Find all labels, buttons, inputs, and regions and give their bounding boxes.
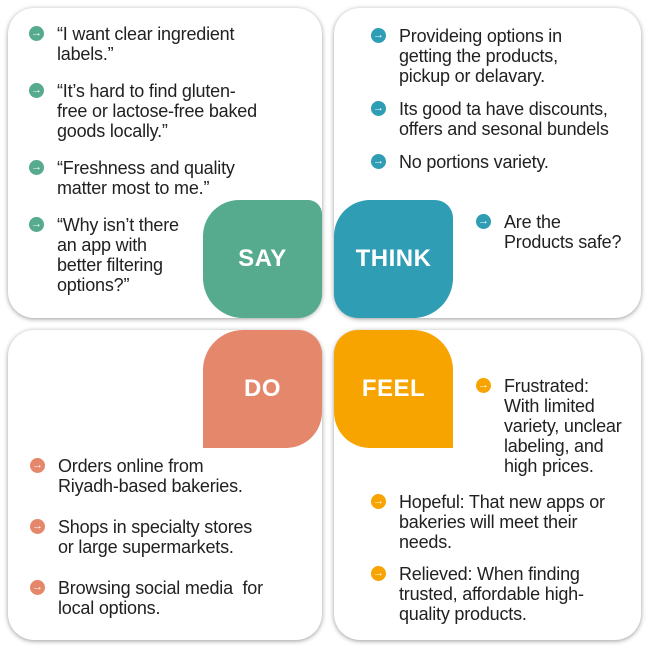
arrow-right-circle-icon: → (371, 28, 386, 43)
list-item: → “I want clear ingredient labels.” (29, 24, 257, 64)
feel-item-2: Hopeful: That new apps or bakeries will … (399, 492, 605, 552)
list-item: → Hopeful: That new apps or bakeries wil… (371, 492, 605, 552)
think-item-3: No portions variety. (399, 152, 549, 172)
arrow-right-circle-icon: → (29, 26, 44, 41)
list-item: → Frustrated: With limited variety, uncl… (476, 376, 622, 476)
do-item-1: Orders online from Riyadh-based bakeries… (58, 456, 243, 496)
list-item: → “Freshness and quality matter most to … (29, 158, 257, 198)
do-label: DO (203, 330, 322, 448)
say-quote-2: “It’s hard to find gluten- free or lacto… (57, 81, 257, 141)
list-item: → Relieved: When finding trusted, afford… (371, 564, 605, 624)
list-item: → Shops in specialty stores or large sup… (30, 517, 263, 557)
arrow-right-circle-icon: → (30, 580, 45, 595)
think-list: → Provideing options in getting the prod… (371, 26, 609, 185)
feel-label: FEEL (334, 330, 453, 448)
do-list: → Orders online from Riyadh-based bakeri… (30, 456, 263, 639)
say-list: → “I want clear ingredient labels.” → “I… (29, 24, 257, 312)
feel-list: → Hopeful: That new apps or bakeries wil… (371, 492, 605, 636)
say-quote-4: “Why isn’t there an app with better filt… (57, 215, 179, 295)
think-item-2: Its good ta have discounts, offers and s… (399, 99, 609, 139)
say-quote-1: “I want clear ingredient labels.” (57, 24, 235, 64)
list-item: → Provideing options in getting the prod… (371, 26, 609, 86)
arrow-right-circle-icon: → (30, 519, 45, 534)
do-item-2: Shops in specialty stores or large super… (58, 517, 253, 557)
arrow-right-circle-icon: → (476, 214, 491, 229)
list-item: → “It’s hard to find gluten- free or lac… (29, 81, 257, 141)
quadrant-think-card: → Provideing options in getting the prod… (334, 8, 641, 318)
arrow-right-circle-icon: → (29, 160, 44, 175)
think-label: THINK (334, 200, 453, 318)
arrow-right-circle-icon: → (371, 566, 386, 581)
arrow-right-circle-icon: → (476, 378, 491, 393)
list-item: → Orders online from Riyadh-based bakeri… (30, 456, 263, 496)
list-item: → Browsing social media for local option… (30, 578, 263, 618)
list-item: → Are the Products safe? (476, 212, 621, 252)
arrow-right-circle-icon: → (29, 83, 44, 98)
list-item: → “Why isn’t there an app with better fi… (29, 215, 257, 295)
think-item-1: Provideing options in getting the produc… (399, 26, 562, 86)
arrow-right-circle-icon: → (30, 458, 45, 473)
arrow-right-circle-icon: → (371, 101, 386, 116)
feel-item-1: Frustrated: With limited variety, unclea… (504, 376, 622, 476)
quadrant-feel-card: → Frustrated: With limited variety, uncl… (334, 330, 641, 640)
list-item: → Its good ta have discounts, offers and… (371, 99, 609, 139)
arrow-right-circle-icon: → (371, 494, 386, 509)
say-quote-3: “Freshness and quality matter most to me… (57, 158, 235, 198)
do-item-3: Browsing social media for local options. (58, 578, 263, 618)
arrow-right-circle-icon: → (29, 217, 44, 232)
list-item: → No portions variety. (371, 152, 609, 172)
arrow-right-circle-icon: → (371, 154, 386, 169)
quadrant-do-card: → Orders online from Riyadh-based bakeri… (8, 330, 322, 640)
feel-item-3: Relieved: When finding trusted, affordab… (399, 564, 584, 624)
say-label: SAY (203, 200, 322, 318)
quadrant-say-card: → “I want clear ingredient labels.” → “I… (8, 8, 322, 318)
think-item-4: Are the Products safe? (504, 212, 622, 252)
